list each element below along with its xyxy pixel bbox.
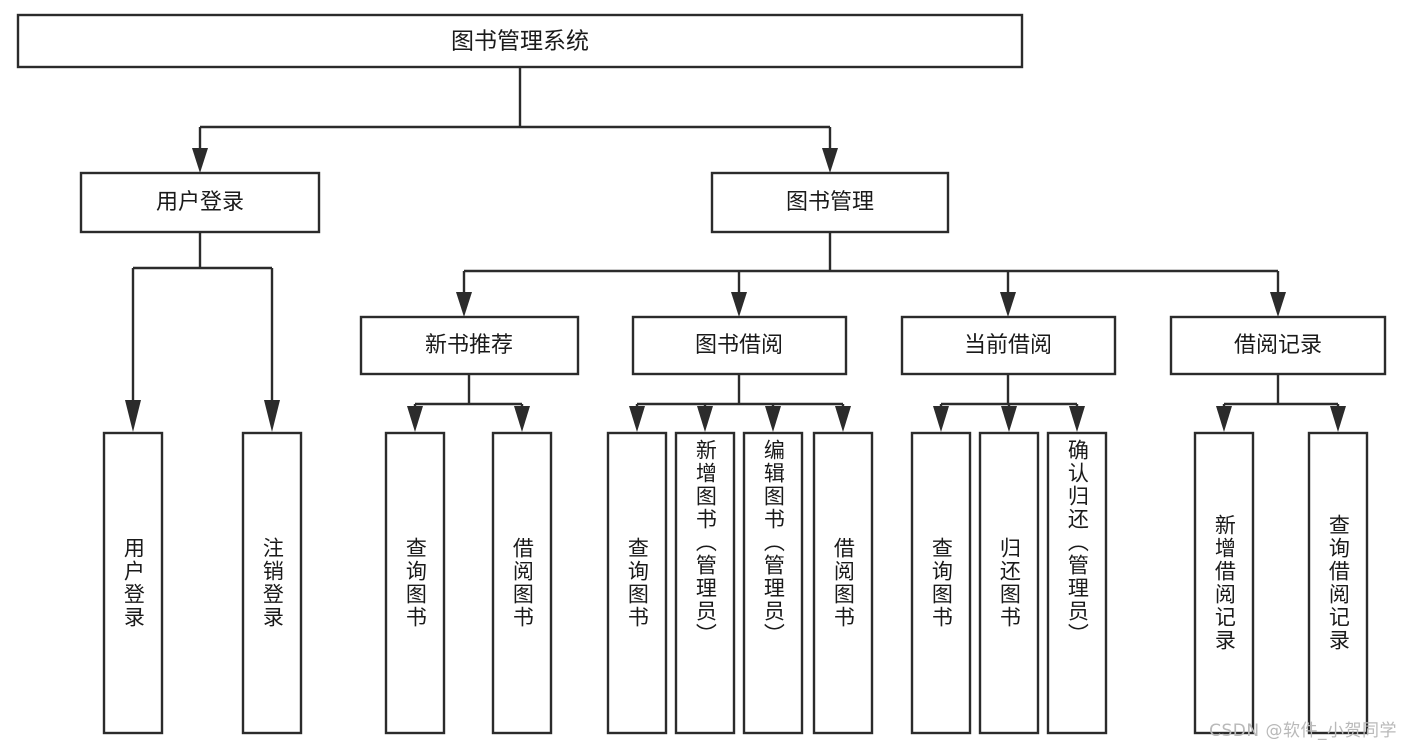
arrowhead-book-manage (822, 148, 838, 173)
arrowhead-leaf-currentborrow-1 (933, 406, 949, 432)
arrowhead-leaf-borrowrecord-1 (1216, 406, 1232, 432)
node-current-borrow[interactable] (900, 315, 1117, 376)
node-root-label: 图书管理系统 (451, 29, 589, 55)
leaf-box-user-login-2[interactable] (241, 431, 303, 735)
node-book-borrow[interactable] (631, 315, 848, 376)
node-borrow-record[interactable] (1169, 315, 1387, 376)
arrowhead-leaf-bookborrow-3 (765, 406, 781, 432)
node-layer: 图书管理系统 用户登录 图书管理 新书推荐 图书借阅 当前借阅 借阅记录 (16, 13, 1387, 735)
leaf-box-book-borrow-1[interactable] (606, 431, 668, 735)
node-borrow-record-label: 借阅记录 (1234, 333, 1322, 358)
arrowhead-leaf-bookborrow-2 (697, 406, 713, 432)
arrowhead-leaf-newbook-1 (407, 406, 423, 432)
leaf-box-current-borrow-1[interactable] (910, 431, 972, 735)
leaf-box-book-borrow-4[interactable] (812, 431, 874, 735)
arrowhead-leaf-user-login-1 (125, 400, 141, 432)
arrowhead-leaf-user-login-2 (264, 400, 280, 432)
leaf-box-borrow-record-2[interactable] (1307, 431, 1369, 735)
node-user-login[interactable] (79, 171, 321, 234)
leaf-box-new-book-2[interactable] (491, 431, 553, 735)
arrowhead-current-borrow (1000, 292, 1016, 317)
leaf-box-new-book-1[interactable] (384, 431, 446, 735)
node-book-management[interactable] (710, 171, 950, 234)
csdn-watermark: CSDN @软件_小贺同学 (1209, 721, 1397, 741)
leaf-box-current-borrow-3[interactable] (1046, 431, 1108, 735)
node-new-book-recommend-label: 新书推荐 (425, 333, 513, 358)
node-book-management-label: 图书管理 (786, 190, 874, 215)
arrowhead-leaf-borrowrecord-2 (1330, 406, 1346, 432)
arrowhead-new-book (456, 292, 472, 317)
arrowhead-leaf-currentborrow-3 (1069, 406, 1085, 432)
leaf-box-book-borrow-2[interactable] (674, 431, 736, 735)
arrowhead-book-borrow (731, 292, 747, 317)
node-current-borrow-label: 当前借阅 (964, 333, 1052, 358)
arrowhead-leaf-bookborrow-4 (835, 406, 851, 432)
leaf-box-borrow-record-1[interactable] (1193, 431, 1255, 735)
arrowhead-user-login (192, 148, 208, 173)
node-user-login-label: 用户登录 (156, 190, 244, 215)
arrowhead-borrow-record (1270, 292, 1286, 317)
node-root-book-management-system[interactable] (16, 13, 1024, 69)
arrowhead-leaf-bookborrow-1 (629, 406, 645, 432)
leaf-box-book-borrow-3[interactable] (742, 431, 804, 735)
connector-layer (125, 67, 1346, 432)
arrowhead-leaf-currentborrow-2 (1001, 406, 1017, 432)
arrowhead-leaf-newbook-2 (514, 406, 530, 432)
leaf-box-user-login-1[interactable] (102, 431, 164, 735)
node-book-borrow-label: 图书借阅 (695, 333, 783, 358)
leaf-box-current-borrow-2[interactable] (978, 431, 1040, 735)
node-new-book-recommend[interactable] (359, 315, 580, 376)
